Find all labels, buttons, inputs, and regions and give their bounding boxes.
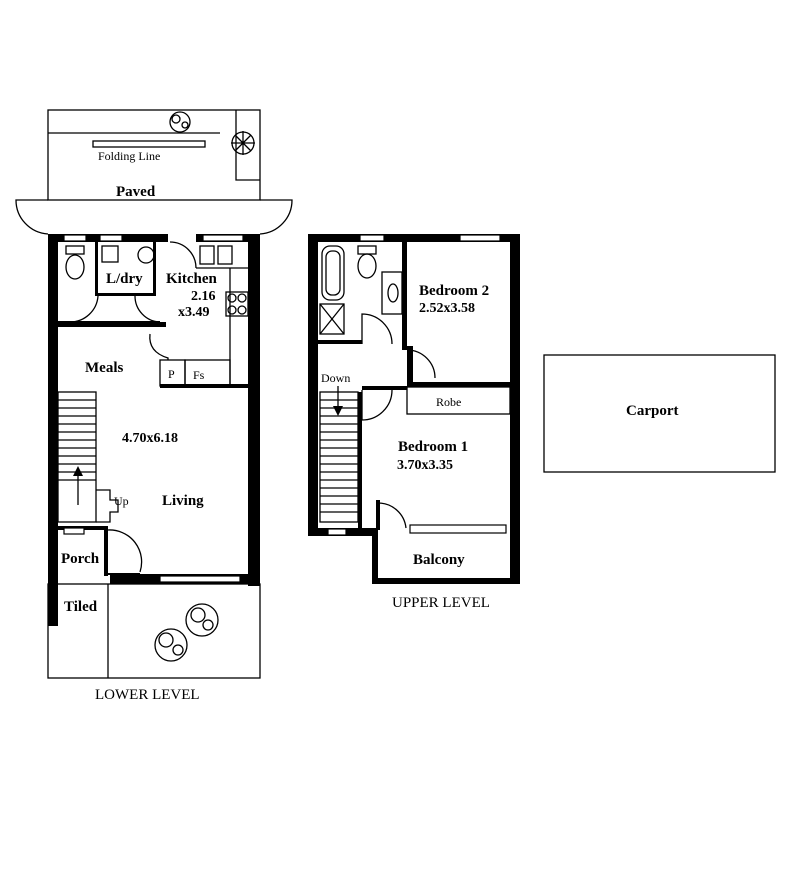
bedroom2-label: Bedroom 2 [419,283,489,299]
laundry-door-swing [69,295,99,323]
window [359,234,385,242]
paved-label: Paved [116,184,156,200]
bedroom1-label: Bedroom 1 [398,439,468,455]
window [459,234,501,242]
folding-line-bar [92,140,206,148]
pantry-label: P [168,367,175,381]
lower-stairs [57,391,119,523]
sink-icon [199,245,215,265]
stairs-up-label: Up [114,494,129,508]
lower-east-wall [248,234,260,586]
living-label: Living [162,493,204,509]
meals-label: Meals [85,360,123,376]
robe-label: Robe [436,395,461,409]
lower-level-caption: LOWER LEVEL [95,687,200,703]
bath-icon [321,245,345,301]
window [327,528,347,536]
window [99,234,123,242]
robe [406,386,511,415]
kitchen-length: x3.49 [178,305,210,320]
upper-east-wall [510,234,520,584]
toilet-icon [357,245,377,279]
upper-stairs [319,386,362,528]
kitchen-door-swing [169,241,197,269]
kitchen-label: Kitchen [166,271,217,287]
balcony-label: Balcony [413,552,465,568]
bath-door-swing [361,313,393,345]
kitchen-width: 2.16 [191,289,216,304]
shrub-icon [154,603,219,662]
carport-outline [543,354,776,473]
balcony-door [409,524,507,534]
folding-line-label: Folding Line [98,149,160,163]
bedroom1-dimensions: 3.70x3.35 [397,458,453,473]
plant-icon [231,131,255,155]
carport: Carport [543,354,776,473]
vanity-icon [381,271,403,315]
lower-west-wall [48,234,58,528]
stairs-down-label: Down [321,371,350,385]
tiled-area [47,583,261,679]
bedroom1-door-swing [361,389,393,421]
laundry-label: L/dry [106,271,143,287]
window [63,234,87,242]
balcony-door-swing [377,502,407,529]
laundry-tub-icon [101,245,155,264]
cooktop-icon [225,291,249,317]
fridge-space [184,359,231,387]
carport-label: Carport [626,403,679,419]
bedroom2-dimensions: 2.52x3.58 [419,301,475,316]
upper-level-caption: UPPER LEVEL [392,595,490,611]
upper-west-wall [308,234,318,534]
toilet-icon [65,245,85,280]
porch-door-swing [107,529,143,573]
paved-courtyard [15,109,293,235]
shower-icon [319,303,345,335]
left-gate-swing [15,199,49,235]
porch-label: Porch [61,551,100,567]
tiled-label: Tiled [64,599,98,615]
shrub-icon [169,111,191,133]
window [159,575,241,583]
living-dimensions: 4.70x6.18 [122,431,178,446]
fridge-space-label: Fs [193,368,205,382]
right-gate-swing [259,199,293,235]
upper-level: Bedroom 2 2.52x3.58 Robe Down Bedroom 1 … [308,234,520,611]
lower-level: Folding Line Paved L/dry Kitchen 2.16 x3… [15,109,293,703]
window [202,234,244,242]
